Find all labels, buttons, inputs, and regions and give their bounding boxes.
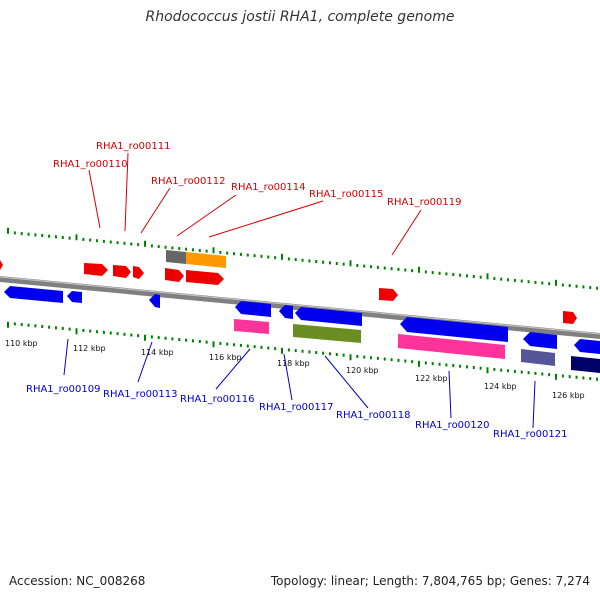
gene-arrow[interactable] <box>279 305 293 319</box>
gene-label[interactable]: RHA1_ro00120 <box>415 420 490 431</box>
gene-arrow[interactable] <box>563 311 577 324</box>
kbp-label: 110 kbp <box>5 339 38 348</box>
gene-label[interactable]: RHA1_ro00118 <box>336 410 411 421</box>
gene-arrow[interactable] <box>523 332 557 349</box>
gene-block-slate[interactable] <box>521 349 555 366</box>
kbp-label: 120 kbp <box>346 366 379 375</box>
gene-arrow[interactable] <box>186 270 224 285</box>
kbp-label: 114 kbp <box>141 348 174 357</box>
gene-arrow[interactable] <box>235 301 271 317</box>
gene-arrow[interactable] <box>67 291 82 303</box>
kbp-label: 112 kbp <box>73 344 106 353</box>
gene-arrow[interactable] <box>0 260 3 270</box>
gene-block-orange[interactable] <box>186 252 226 268</box>
forward-genes <box>0 250 577 324</box>
gene-label[interactable]: RHA1_ro00113 <box>103 389 178 400</box>
gene-label[interactable]: RHA1_ro00116 <box>180 394 255 405</box>
kbp-label: 124 kbp <box>484 382 517 391</box>
gene-block-navy[interactable] <box>571 356 600 373</box>
gene-arrow[interactable] <box>379 288 398 301</box>
top-leaders <box>88 152 422 256</box>
ticks-bottom <box>7 321 599 381</box>
kbp-label: 116 kbp <box>209 353 242 362</box>
gene-arrow[interactable] <box>149 294 160 308</box>
gene-label[interactable]: RHA1_ro00110 <box>53 159 128 170</box>
gene-arrow[interactable] <box>400 317 508 342</box>
gene-arrow[interactable] <box>4 286 63 303</box>
accession-text: Accession: NC_008268 <box>9 574 146 588</box>
gene-label[interactable]: RHA1_ro00121 <box>493 429 568 440</box>
gene-arrow[interactable] <box>295 307 362 326</box>
gene-label[interactable]: RHA1_ro00117 <box>259 402 334 413</box>
gene-arrow[interactable] <box>165 268 184 282</box>
gene-label[interactable]: RHA1_ro00114 <box>231 182 306 193</box>
bottom-leaders <box>63 338 536 429</box>
gene-label[interactable]: RHA1_ro00109 <box>26 384 101 395</box>
gene-label[interactable]: RHA1_ro00115 <box>309 189 384 200</box>
kbp-label: 118 kbp <box>277 359 310 368</box>
kbp-label: 126 kbp <box>552 391 585 400</box>
reverse-genes <box>4 286 600 373</box>
gene-block-magenta[interactable] <box>234 319 269 334</box>
kbp-label: 122 kbp <box>415 374 448 383</box>
gene-block-magenta[interactable] <box>398 334 505 359</box>
gene-arrow[interactable] <box>133 266 144 279</box>
ticks-top <box>7 227 599 290</box>
gene-arrow[interactable] <box>113 265 131 278</box>
gene-block-olive[interactable] <box>293 324 361 343</box>
gene-label[interactable]: RHA1_ro00119 <box>387 197 462 208</box>
gene-label[interactable]: RHA1_ro00111 <box>96 141 171 152</box>
gene-block-gray[interactable] <box>166 250 186 264</box>
gene-label[interactable]: RHA1_ro00112 <box>151 176 226 187</box>
genome-title: Rhodococcus jostii RHA1, complete genome <box>145 9 455 25</box>
gene-arrow[interactable] <box>574 339 600 354</box>
gene-arrow[interactable] <box>84 263 108 276</box>
genome-summary-text: Topology: linear; Length: 7,804,765 bp; … <box>270 574 590 588</box>
